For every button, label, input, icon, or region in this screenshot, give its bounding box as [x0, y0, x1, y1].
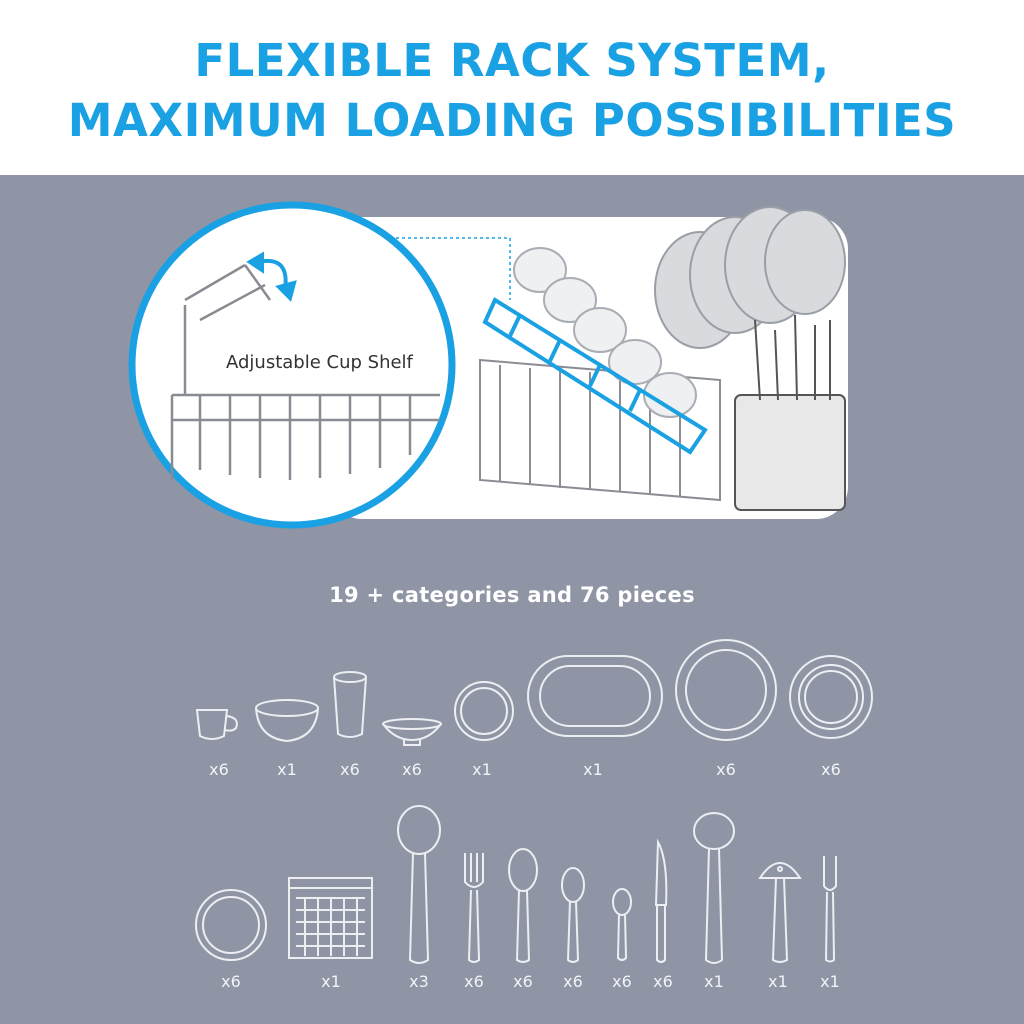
knife-icon — [654, 838, 668, 963]
count-ladle: x1 — [704, 972, 724, 991]
count-dessert-spoon: x6 — [563, 972, 583, 991]
serving-spoon-icon — [397, 805, 441, 964]
count-oval-platter: x1 — [583, 760, 603, 779]
serving-fork-icon — [823, 856, 837, 963]
summary-caption: 19 + categories and 76 pieces — [329, 583, 695, 607]
count-cup: x6 — [209, 760, 229, 779]
soup-plate-icon — [789, 655, 873, 739]
count-dessert-bowl: x6 — [402, 760, 422, 779]
saucer-icon — [195, 889, 267, 961]
count-knife: x6 — [653, 972, 673, 991]
count-soup-spoon: x6 — [513, 972, 533, 991]
skimmer-icon — [758, 862, 802, 963]
leader-line — [390, 237, 511, 300]
count-glass: x6 — [340, 760, 360, 779]
glasses-illustration — [513, 247, 697, 418]
count-skimmer: x1 — [768, 972, 788, 991]
plates-illustration — [654, 206, 846, 349]
count-cutlery-basket: x1 — [321, 972, 341, 991]
count-dinner-plate: x6 — [716, 760, 736, 779]
teaspoon-icon — [612, 888, 632, 961]
dessert-spoon-icon — [561, 867, 585, 963]
title-line-2: MAXIMUM LOADING POSSIBILITIES — [67, 94, 957, 147]
ladle-icon — [693, 812, 735, 964]
cup-icon — [195, 709, 238, 740]
count-soup-plate: x6 — [821, 760, 841, 779]
soup-spoon-icon — [508, 848, 538, 963]
fork-icon — [464, 853, 484, 963]
count-serving-spoon: x3 — [409, 972, 429, 991]
count-fork: x6 — [464, 972, 484, 991]
zoom-rack-wires — [170, 263, 440, 480]
dessert-bowl-icon — [382, 718, 442, 746]
count-bowl: x1 — [277, 760, 297, 779]
title-line-1: FLEXIBLE RACK SYSTEM, — [194, 34, 830, 87]
rotate-arrows-icon — [246, 251, 297, 302]
count-serving-fork: x1 — [820, 972, 840, 991]
count-small-plate: x1 — [472, 760, 492, 779]
glass-icon — [333, 671, 367, 738]
count-saucer: x6 — [221, 972, 241, 991]
cup-shelf-highlight — [482, 297, 708, 455]
cutlery-basket-illustration — [734, 314, 846, 511]
dinner-plate-icon — [675, 639, 777, 741]
cup-shelf-label: Adjustable Cup Shelf — [226, 352, 413, 373]
count-teaspoon: x6 — [612, 972, 632, 991]
header: FLEXIBLE RACK SYSTEM, MAXIMUM LOADING PO… — [0, 0, 1024, 175]
cutlery-basket-icon — [288, 877, 373, 959]
small-plate-icon — [454, 681, 514, 741]
bowl-icon — [255, 699, 319, 743]
oval-platter-icon — [527, 655, 663, 737]
